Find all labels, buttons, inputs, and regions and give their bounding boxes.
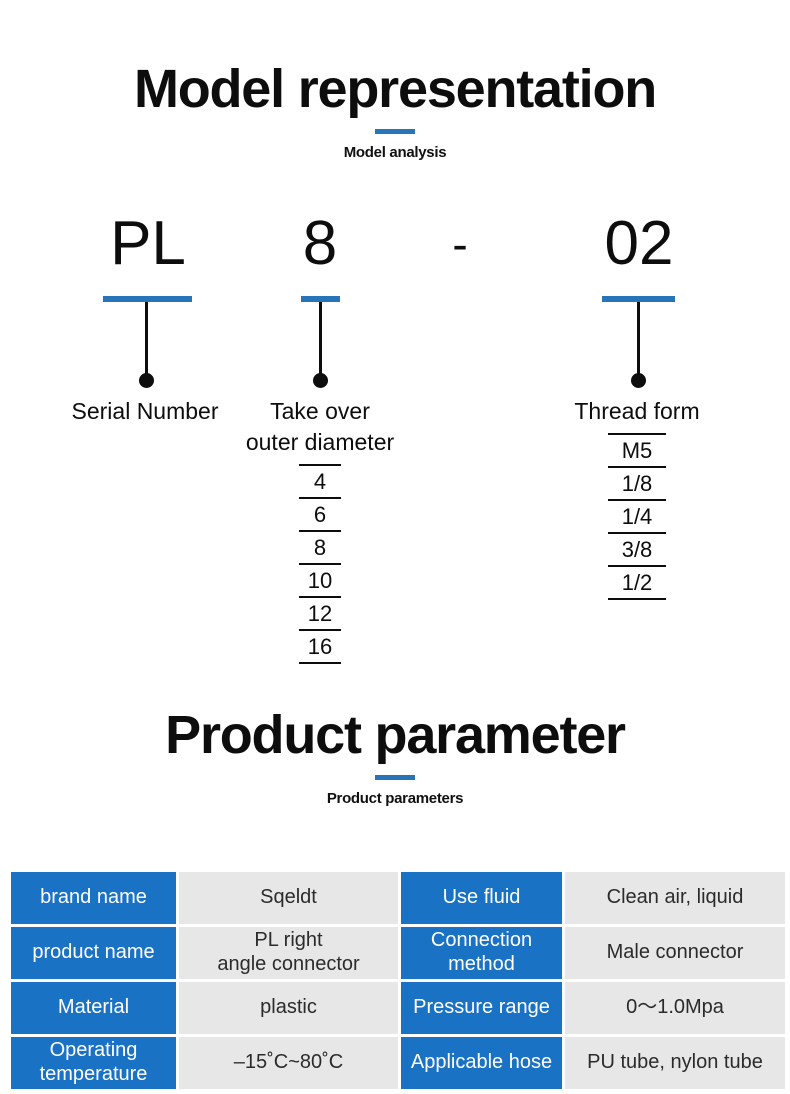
product-section-heading: Product parameter Product parameters (0, 708, 790, 807)
option-item: 3/8 (608, 534, 666, 567)
option-list-thread-form: M5 1/8 1/4 3/8 1/2 (608, 433, 666, 600)
param-value: plastic (179, 982, 398, 1034)
param-key: Pressure range (401, 982, 562, 1034)
code-underline-thread (602, 296, 675, 302)
callout-label-diameter-line1: Take over (270, 398, 370, 424)
product-parameter-table: brand name Sqeldt Use fluid Clean air, l… (8, 869, 788, 1092)
product-section-subtitle: Product parameters (326, 790, 464, 807)
callout-label-serial-line1: Serial Number (71, 398, 219, 424)
leader-line-thread (637, 302, 640, 380)
leader-dot-thread (631, 373, 646, 388)
product-accent-bar (375, 775, 415, 780)
callout-label-diameter-line2: outer diameter (245, 429, 395, 455)
param-value: –15˚C~80˚C (179, 1037, 398, 1089)
leader-line-serial (145, 302, 148, 380)
model-code-row: PL 8 - 02 (0, 206, 790, 302)
option-item: M5 (608, 435, 666, 468)
callout-outer-diameter: Take over outer diameter 4 6 8 10 12 16 (227, 396, 413, 664)
param-key: product name (11, 927, 176, 979)
leader-dot-diameter (313, 373, 328, 388)
option-item: 10 (299, 565, 341, 598)
table-row: brand name Sqeldt Use fluid Clean air, l… (11, 872, 785, 924)
option-list-outer-diameter: 4 6 8 10 12 16 (299, 464, 341, 664)
param-key: Use fluid (401, 872, 562, 924)
model-section-subtitle: Model analysis (343, 144, 447, 161)
leader-dot-serial (139, 373, 154, 388)
model-accent-bar (375, 129, 415, 134)
param-key: brand name (11, 872, 176, 924)
option-item: 1/8 (608, 468, 666, 501)
code-token-thread: 02 (604, 209, 674, 278)
product-section-title: Product parameter (165, 705, 626, 765)
callout-label-thread-line1: Thread form (574, 398, 700, 424)
param-value: Sqeldt (179, 872, 398, 924)
option-item: 8 (299, 532, 341, 565)
code-underline-diameter (301, 296, 340, 302)
code-token-diameter: 8 (302, 209, 338, 278)
option-item: 16 (299, 631, 341, 664)
param-value: Male connector (565, 927, 785, 979)
option-item: 4 (299, 466, 341, 499)
table-row: Material plastic Pressure range 0～1.0Mpa (11, 982, 785, 1034)
param-value: 0～1.0Mpa (565, 982, 785, 1034)
option-item: 1/4 (608, 501, 666, 534)
param-value: PU tube, nylon tube (565, 1037, 785, 1089)
code-token-serial: PL (110, 209, 186, 278)
param-key: Material (11, 982, 176, 1034)
leader-line-diameter (319, 302, 322, 380)
option-item: 1/2 (608, 567, 666, 600)
model-section-heading: Model representation Model analysis (0, 62, 790, 161)
option-item: 6 (299, 499, 341, 532)
callout-serial-number: Serial Number (45, 396, 245, 427)
option-item: 12 (299, 598, 341, 631)
code-underline-serial (103, 296, 192, 302)
code-token-dash: - (452, 218, 468, 270)
model-section-title: Model representation (133, 59, 657, 119)
param-key: Applicable hose (401, 1037, 562, 1089)
callout-thread-form: Thread form M5 1/8 1/4 3/8 1/2 (547, 396, 727, 600)
param-value: Clean air, liquid (565, 872, 785, 924)
